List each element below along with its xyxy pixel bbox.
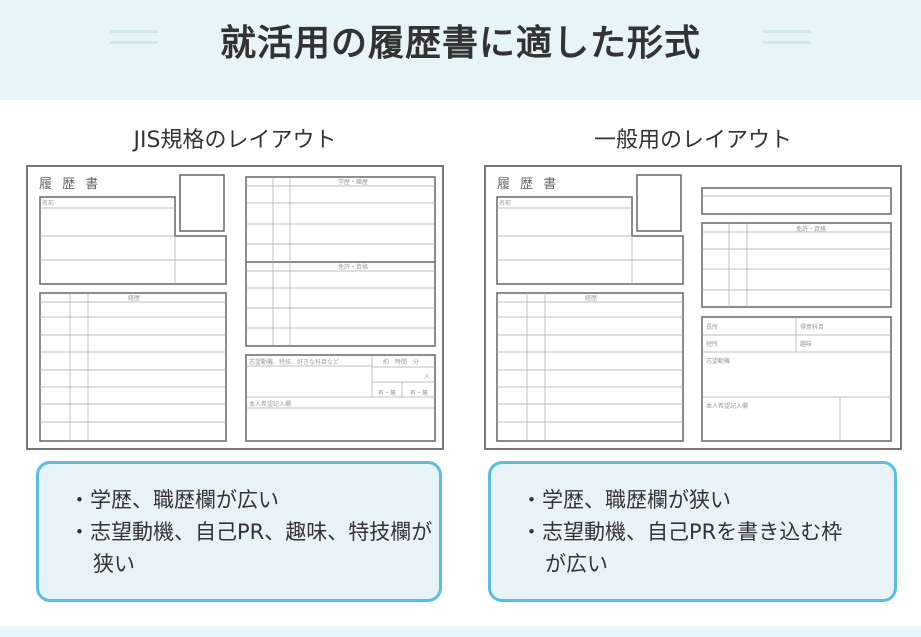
general-form-lines	[496, 174, 892, 442]
point-item: ・志望動機、自己PRを書き込む枠が広い	[521, 520, 843, 576]
jis-points-box: ・学歴、職歴欄が広い ・志望動機、自己PR、趣味、特技欄が狭い	[36, 461, 442, 602]
weakness-label: 短所	[706, 341, 719, 348]
general-resume-form: 履 歴 書 名前 経歴 免許・資格 長所 得意科目 短所 趣味 志望動機 本人希…	[484, 165, 902, 450]
career-label: 経歴	[128, 295, 141, 302]
page-title: 就活用の履歴書に適した形式	[219, 23, 701, 64]
education-label: 学歴・職歴	[338, 179, 369, 186]
request-label: 本人希望記入欄	[706, 403, 749, 410]
form-title: 履 歴 書	[497, 177, 560, 192]
general-points-box: ・学歴、職歴欄が狭い ・志望動機、自己PRを書き込む枠が広い	[488, 461, 897, 602]
motivation-label: 志望動機、特技、好きな科目など	[249, 359, 340, 366]
commute-label: 約 時間 分	[383, 359, 420, 366]
point-item: ・志望動機、自己PR、趣味、特技欄が狭い	[69, 520, 433, 576]
career-label: 経歴	[585, 295, 598, 302]
header-band	[0, 0, 921, 100]
name-label: 名前	[42, 200, 55, 207]
jis-resume-form: 履 歴 書 名前 経歴 学歴・職歴 免許・資格 志望動機、特技、好きな科目など …	[26, 165, 444, 450]
dependents-label: 人	[424, 374, 431, 381]
name-label: 名前	[499, 200, 512, 207]
point-item: ・学歴、職歴欄が狭い	[521, 488, 731, 512]
footer-band	[0, 626, 921, 637]
left-heading: JIS規格のレイアウト	[133, 128, 337, 153]
favorite-subject-label: 得意科目	[800, 324, 825, 331]
right-heading: 一般用のレイアウト	[593, 128, 792, 153]
form-title: 履 歴 書	[39, 177, 102, 192]
jis-form-lines	[39, 174, 436, 442]
hobby-label: 趣味	[800, 341, 813, 348]
point-item: ・学歴、職歴欄が広い	[69, 488, 279, 512]
motivation-label: 志望動機	[706, 358, 731, 365]
license-label: 免許・資格	[796, 226, 827, 233]
decoration-right	[763, 30, 811, 44]
spouse-support-label: 有・無	[410, 390, 429, 397]
request-label: 本人希望記入欄	[249, 401, 292, 408]
license-label: 免許・資格	[338, 264, 369, 271]
strength-label: 長所	[706, 324, 719, 331]
decoration-left	[110, 30, 158, 44]
spouse-label: 有・無	[378, 390, 397, 397]
